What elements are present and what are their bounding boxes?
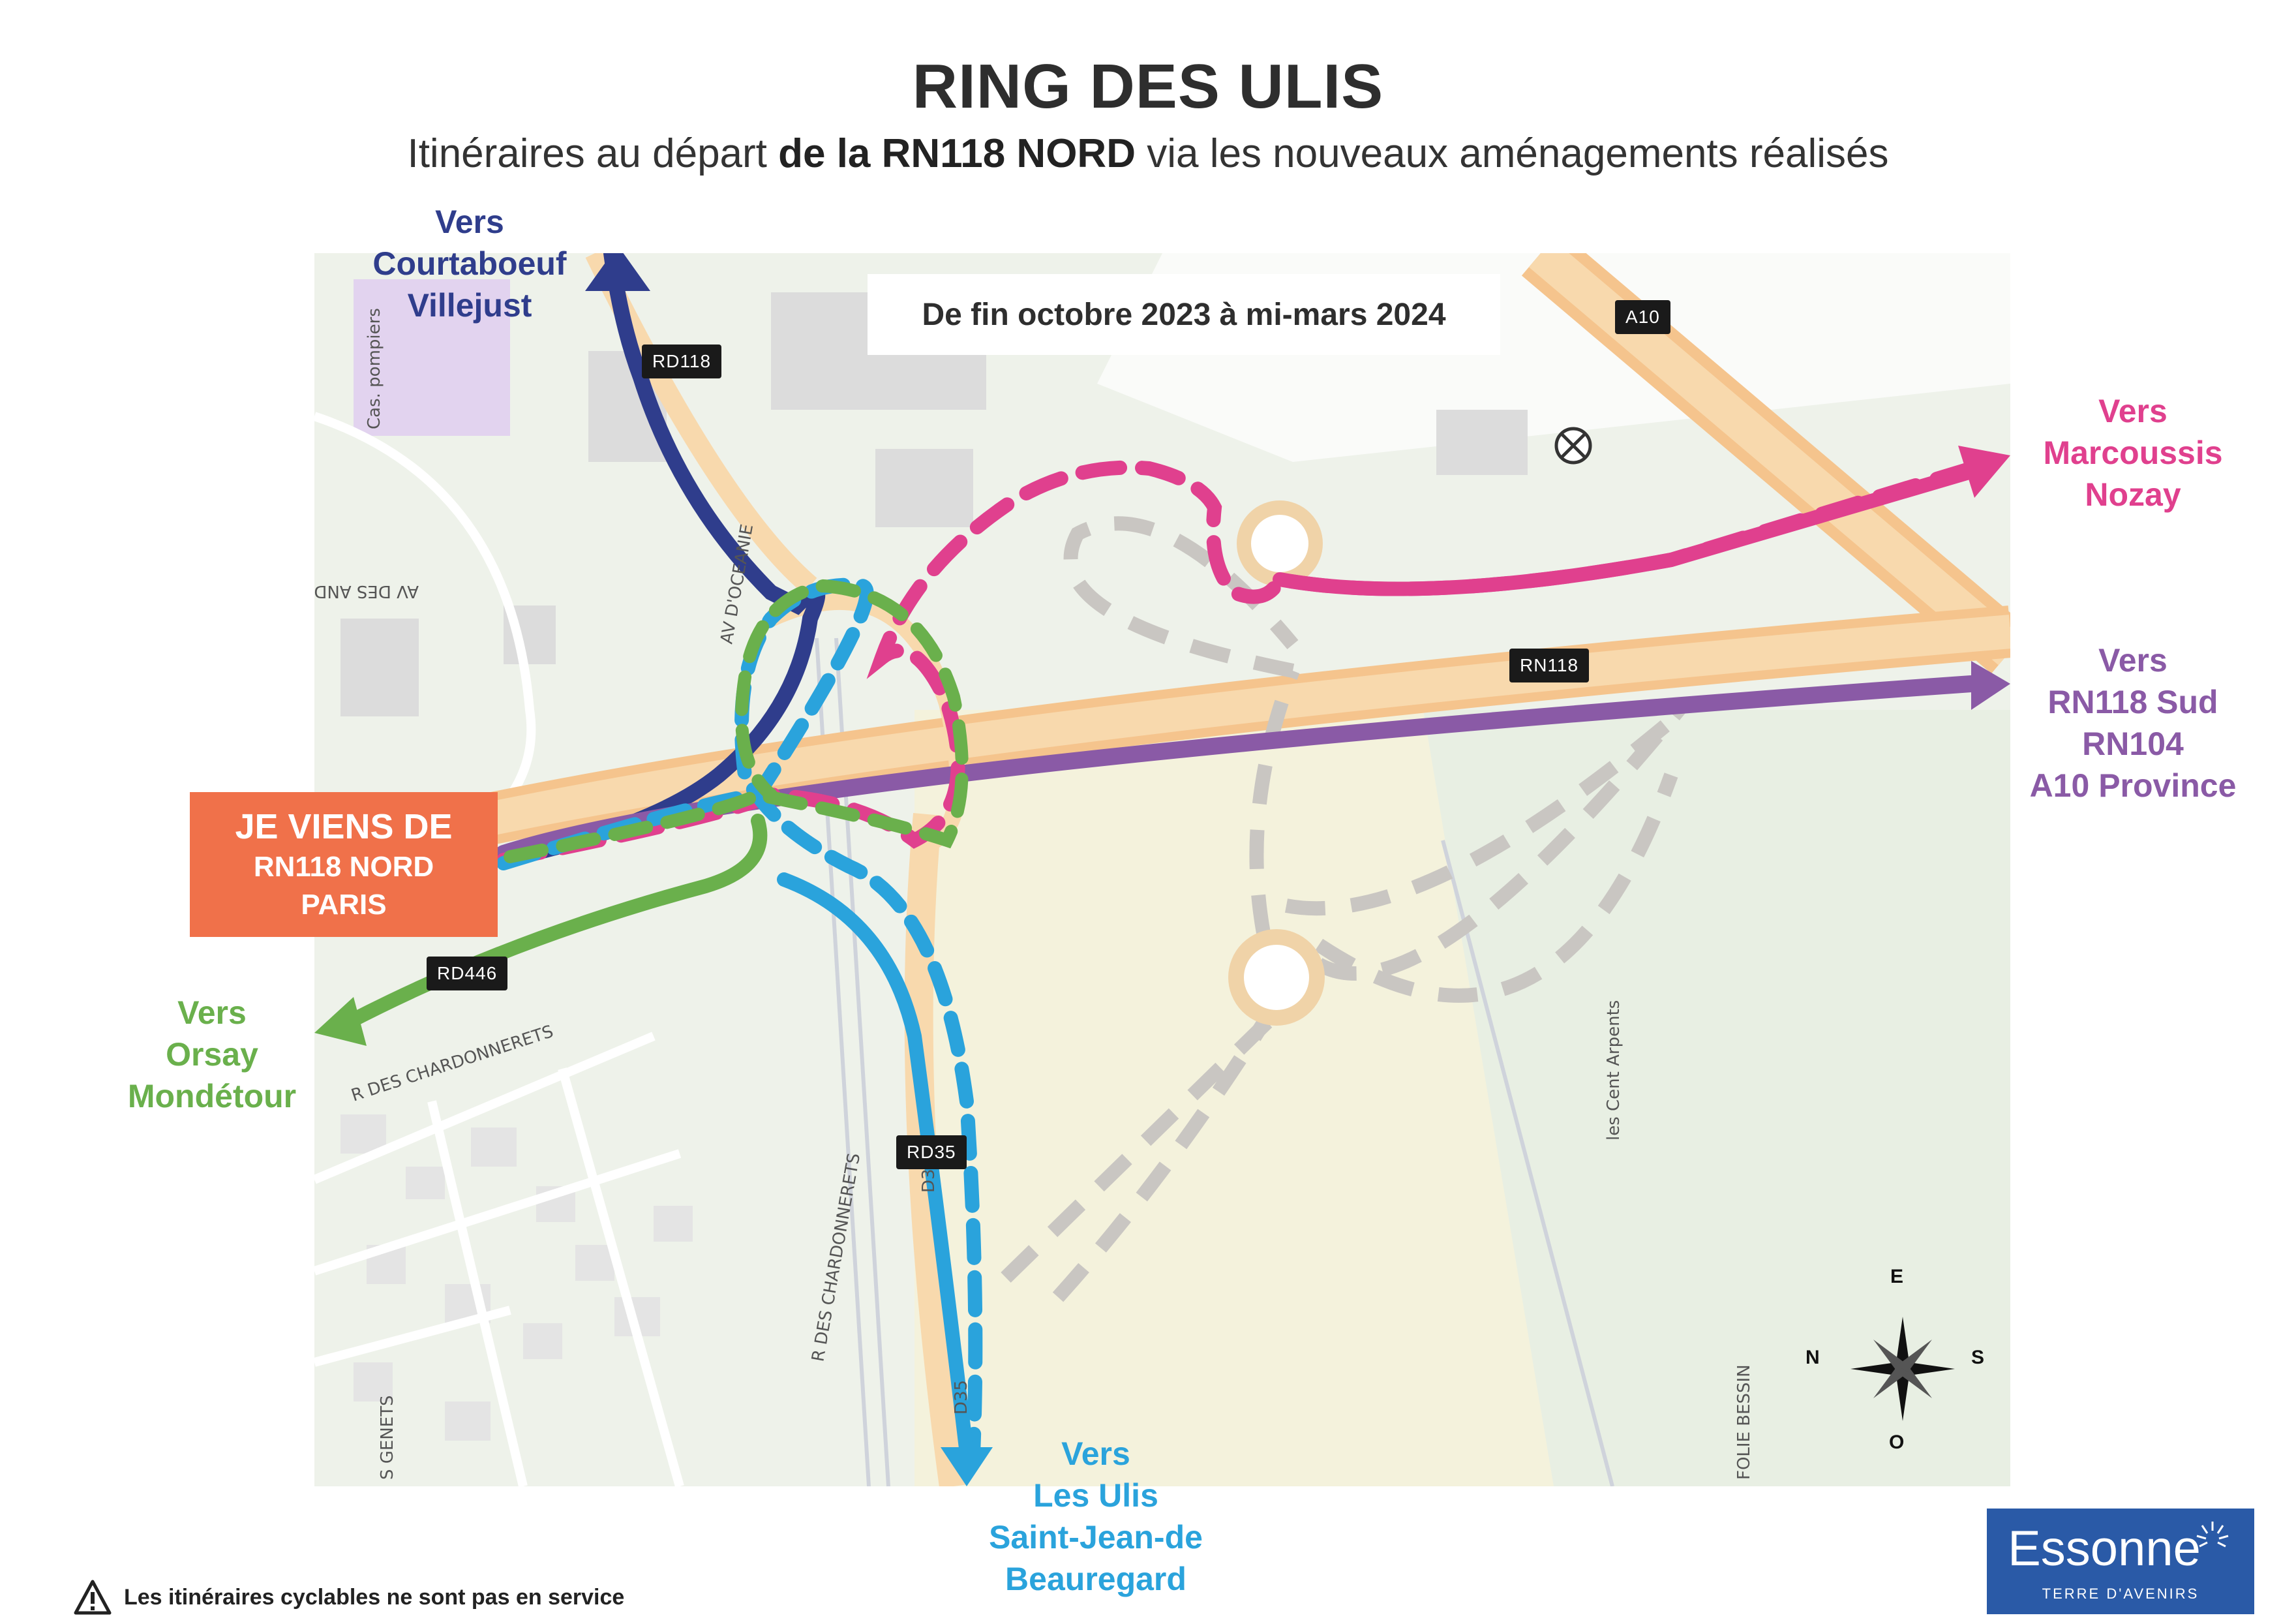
logo-tagline: TERRE D'AVENIRS <box>2042 1586 2199 1602</box>
dest-orsay-line: Orsay <box>166 1036 258 1073</box>
dest-marcoussis-line: Vers <box>2098 393 2168 429</box>
compass-east: E <box>1890 1266 1904 1287</box>
map-svg: AV DES ANDES R DES CHARDONNERETS les Cen… <box>314 253 2010 1486</box>
compass-north: N <box>1805 1347 1820 1368</box>
dest-rn118-sud-line: Vers <box>2098 642 2168 679</box>
subtitle-bold: de la RN118 NORD <box>778 131 1136 176</box>
road-tag-rd35: RD35 <box>896 1135 967 1169</box>
period-label: De fin octobre 2023 à mi-mars 2024 <box>868 274 1500 355</box>
dest-courtaboeuf-line: Courtaboeuf <box>372 245 567 282</box>
footer-note: Les itinéraires cyclables ne sont pas en… <box>73 1579 624 1616</box>
no-entry-icon <box>1554 427 1592 465</box>
sun-icon <box>2196 1522 2229 1548</box>
dest-rn118-sud-line: A10 Province <box>2029 767 2237 804</box>
road-tag-rn118: RN118 <box>1509 649 1590 682</box>
dest-rn118-sud-line: RN104 <box>2082 726 2184 762</box>
subtitle-pre: Itinéraires au départ <box>407 131 779 176</box>
compass-west: O <box>1889 1432 1905 1453</box>
dest-rn118-sud: Vers RN118 Sud RN104 A10 Province <box>2016 639 2250 806</box>
page-subtitle: Itinéraires au départ de la RN118 NORD v… <box>0 130 2296 177</box>
compass-rose-icon <box>1850 1317 1955 1421</box>
dest-marcoussis: Vers Marcoussis Nozay <box>2016 390 2250 515</box>
svg-text:Cas. pompiers: Cas. pompiers <box>365 308 384 429</box>
svg-text:D35: D35 <box>952 1380 971 1415</box>
dest-les-ulis-line: Saint-Jean-de <box>989 1519 1203 1555</box>
origin-box: JE VIENS DE RN118 NORD PARIS <box>190 792 498 937</box>
compass-south: S <box>1971 1347 1985 1368</box>
dest-courtaboeuf: Vers Courtaboeuf Villejust <box>339 201 600 326</box>
subtitle-post: via les nouveaux aménagements réalisés <box>1135 131 1889 176</box>
svg-text:AV DES ANDES: AV DES ANDES <box>314 581 419 601</box>
origin-line3: PARIS <box>301 889 387 921</box>
dest-courtaboeuf-line: Vers <box>435 204 504 240</box>
svg-text:FOLIE BESSIN: FOLIE BESSIN <box>1734 1364 1754 1480</box>
warning-triangle-icon <box>74 1580 112 1615</box>
dest-courtaboeuf-line: Villejust <box>407 287 532 324</box>
dest-les-ulis: Vers Les Ulis Saint-Jean-de Beauregard <box>959 1433 1233 1600</box>
dest-orsay: Vers Orsay Mondétour <box>104 992 320 1117</box>
road-tag-rd118: RD118 <box>642 345 722 378</box>
footer-note-text: Les itinéraires cyclables ne sont pas en… <box>124 1584 625 1610</box>
dest-les-ulis-line: Beauregard <box>1005 1561 1186 1597</box>
logo-name: Essonne <box>2008 1521 2201 1576</box>
essonne-logo[interactable]: Essonne TERRE D'AVENIRS <box>1987 1509 2254 1614</box>
road-tag-a10: A10 <box>1615 300 1670 334</box>
map-panel[interactable]: AV DES ANDES R DES CHARDONNERETS les Cen… <box>314 253 2010 1486</box>
dest-les-ulis-line: Vers <box>1061 1435 1130 1472</box>
dest-les-ulis-line: Les Ulis <box>1033 1477 1158 1514</box>
dest-marcoussis-line: Marcoussis <box>2043 435 2223 471</box>
svg-text:les Cent Arpents: les Cent Arpents <box>1604 1000 1624 1141</box>
origin-line2: RN118 NORD <box>253 851 434 883</box>
origin-line1: JE VIENS DE <box>235 807 453 846</box>
dest-marcoussis-line: Nozay <box>2085 476 2181 513</box>
dest-orsay-line: Mondétour <box>127 1078 297 1114</box>
page-title: RING DES ULIS <box>912 52 1384 121</box>
road-tag-rd446: RD446 <box>427 957 508 990</box>
dest-orsay-line: Vers <box>177 994 247 1031</box>
dest-rn118-sud-line: RN118 Sud <box>2047 684 2218 720</box>
svg-text:S GENETS: S GENETS <box>378 1395 397 1480</box>
